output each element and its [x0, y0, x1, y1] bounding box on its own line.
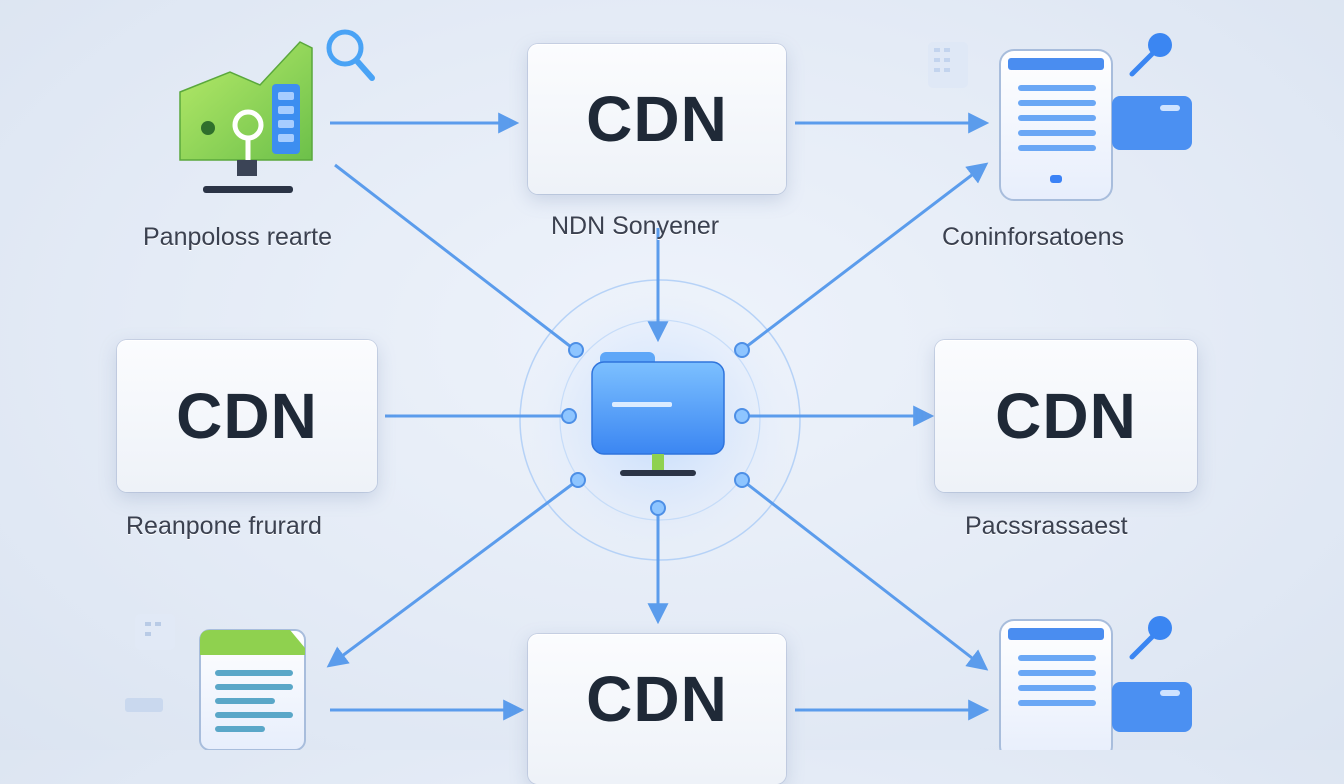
- analytics-monitor-icon: [179, 41, 313, 193]
- grid-decoration-icon: [928, 42, 968, 88]
- cdn-node-top: CDN: [528, 44, 786, 194]
- arrow-hub-to-doc-bottom: [326, 478, 579, 668]
- label-top-right: Coninforsatoens: [942, 223, 1125, 251]
- connectors: [326, 112, 990, 721]
- connection-dots: [561, 342, 750, 516]
- cdn-diagram: [125, 29, 1192, 750]
- label-top-left: Panpoloss rearte: [143, 223, 333, 251]
- cdn-node-bottom: CDN: [528, 634, 786, 784]
- cdn-node-left: CDN: [117, 340, 377, 492]
- document-icon: [199, 629, 306, 750]
- label-mid-left: Reanpone frurard: [126, 512, 322, 540]
- label-mid-right: Pacssrassaest: [965, 512, 1128, 540]
- mobile-document-icon-bottom: [999, 619, 1192, 750]
- arrow-hub-to-mobile: [741, 162, 989, 352]
- magnifier-icon: [326, 29, 375, 81]
- line-analytics-to-hub: [334, 163, 576, 352]
- arrow-hub-to-mobile-bottom: [741, 478, 989, 671]
- pin-icon: [1129, 33, 1172, 77]
- server-hub-icon: [591, 352, 725, 476]
- mobile-document-icon: [999, 49, 1192, 201]
- small-decoration-icon: [125, 614, 175, 712]
- pin-icon-bottom: [1129, 616, 1172, 660]
- label-top-center: NDN Sonyener: [551, 212, 720, 240]
- cdn-node-right: CDN: [935, 340, 1197, 492]
